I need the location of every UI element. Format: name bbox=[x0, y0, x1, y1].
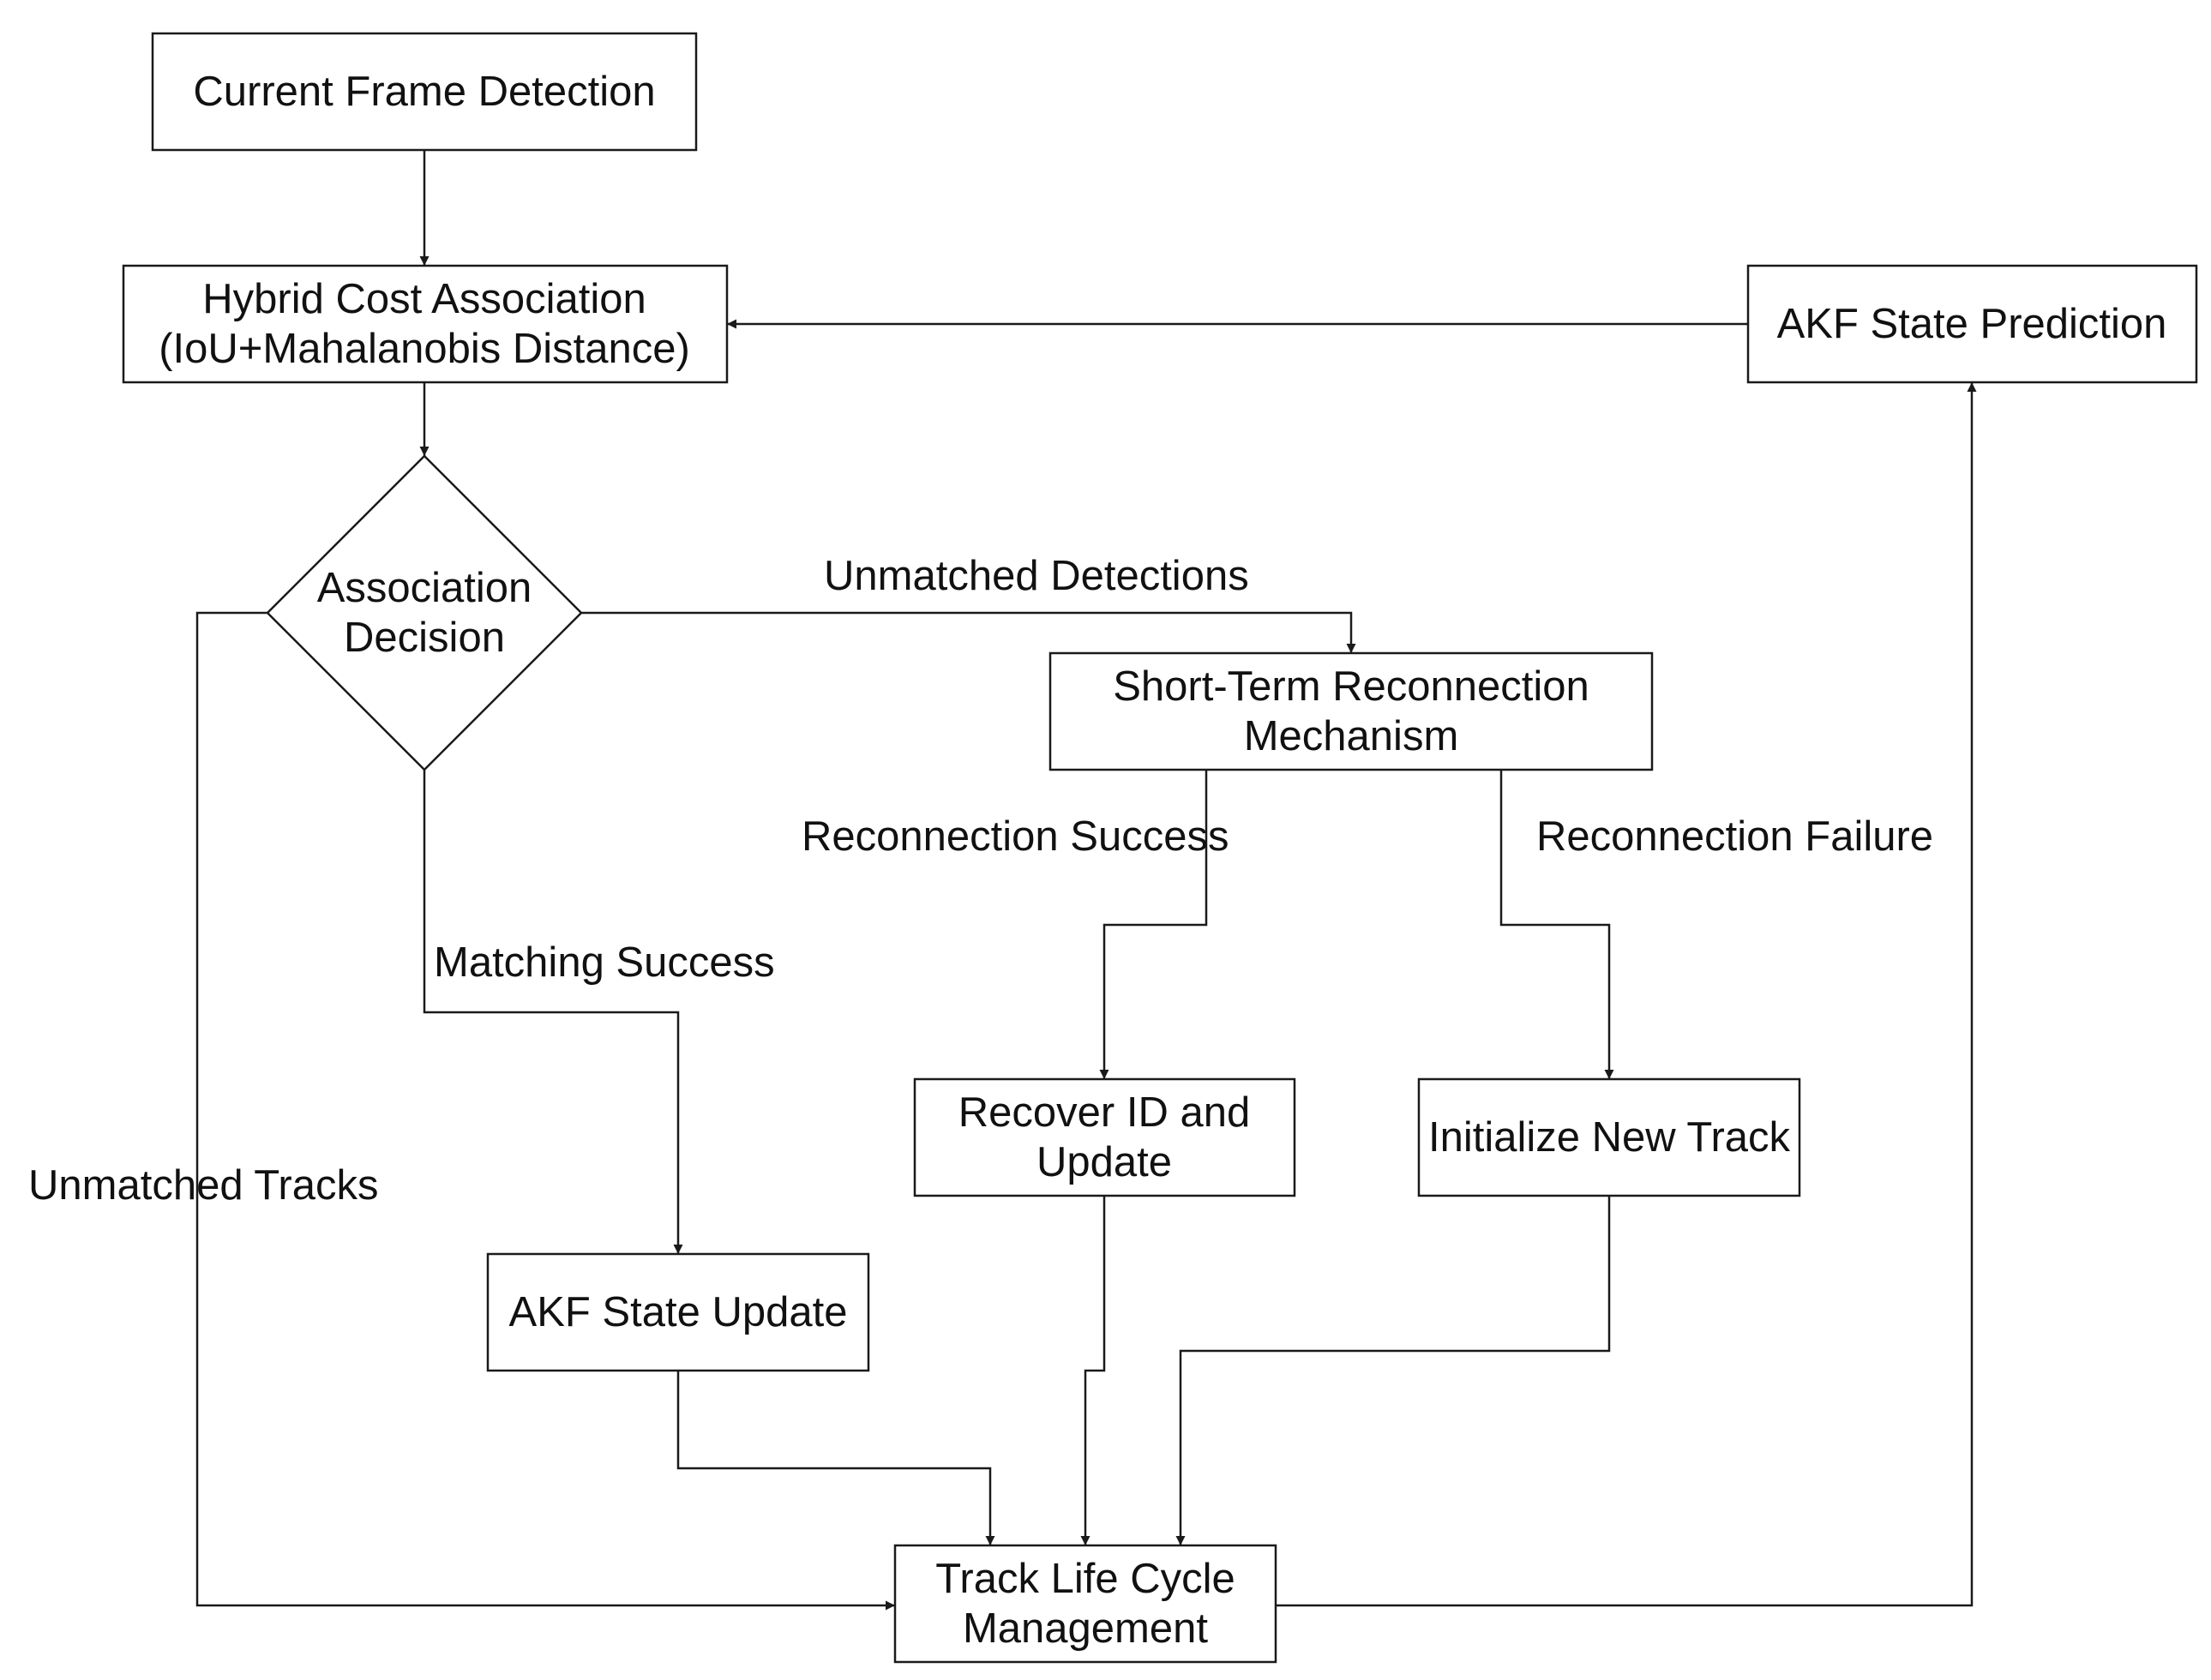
node-label-line: Mechanism bbox=[1244, 713, 1459, 759]
edge-unmatched-detections bbox=[581, 611, 1356, 653]
label-unmatched-tracks: Unmatched Tracks bbox=[28, 1162, 379, 1209]
node-label-line: Decision bbox=[344, 615, 505, 661]
node-current-frame-detection: Current Frame Detection bbox=[151, 32, 698, 152]
node-label-line: Short-Term Reconnection bbox=[1113, 663, 1589, 710]
label-reconnection-failure: Reconnection Failure bbox=[1536, 813, 1933, 860]
node-label-line: Association bbox=[317, 565, 532, 611]
edge-matching-success bbox=[423, 770, 683, 1254]
node-association-decision: Association Decision bbox=[266, 454, 583, 771]
edge-reconnection-success bbox=[1099, 770, 1208, 1079]
node-label-line: AKF State Update bbox=[509, 1289, 848, 1335]
edge-recover-to-lifecycle bbox=[1080, 1196, 1106, 1545]
node-initialize-new-track: Initialize New Track bbox=[1417, 1077, 1801, 1197]
edge-lifecycle-to-prediction bbox=[1276, 382, 1977, 1607]
node-label-line: Initialize New Track bbox=[1428, 1114, 1791, 1161]
node-recover-id-update: Recover ID and Update bbox=[913, 1077, 1296, 1197]
edge-labels: Unmatched Detections Reconnection Succes… bbox=[28, 553, 1933, 1209]
node-label-line: Track Life Cycle bbox=[935, 1556, 1235, 1602]
label-matching-success: Matching Success bbox=[434, 939, 775, 986]
node-akf-state-prediction: AKF State Prediction bbox=[1746, 264, 2198, 384]
node-short-term-reconnection: Short-Term Reconnection Mechanism bbox=[1048, 651, 1654, 771]
edge-newtrack-to-lifecycle bbox=[1175, 1196, 1611, 1545]
label-unmatched-detections: Unmatched Detections bbox=[824, 553, 1249, 599]
node-label-line: Update bbox=[1036, 1139, 1172, 1185]
node-label-line: Management bbox=[963, 1605, 1208, 1652]
label-reconnection-success: Reconnection Success bbox=[802, 813, 1229, 860]
edge-unmatched-tracks bbox=[195, 611, 895, 1611]
edge-reconnection-failure bbox=[1499, 770, 1614, 1079]
node-label-line: Hybrid Cost Association bbox=[202, 276, 646, 322]
node-track-life-cycle: Track Life Cycle Management bbox=[893, 1544, 1277, 1664]
node-label-line: AKF State Prediction bbox=[1777, 301, 2167, 347]
node-label-line: Current Frame Detection bbox=[193, 69, 655, 115]
node-akf-state-update: AKF State Update bbox=[486, 1252, 870, 1372]
node-hybrid-cost-association: Hybrid Cost Association (IoU+Mahalanobis… bbox=[122, 264, 729, 384]
node-label-line: (IoU+Mahalanobis Distance) bbox=[159, 326, 690, 372]
node-label-line: Recover ID and bbox=[958, 1089, 1250, 1136]
edge-update-to-lifecycle bbox=[676, 1371, 995, 1545]
edges bbox=[195, 150, 1977, 1611]
